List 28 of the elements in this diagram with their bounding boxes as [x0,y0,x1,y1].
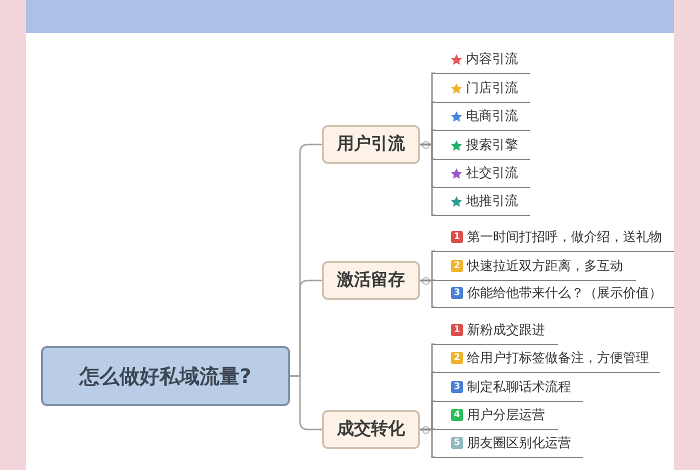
subtopic-text: 快速拉近双方距离，多互动 [467,260,623,272]
subtopic-text: 电商引流 [466,110,518,122]
main-topic: 成交转化 [322,410,420,449]
number-badge: 1 [451,324,463,336]
subtopic-text: 朋友圈区别化运营 [467,436,571,450]
subtopic-text: 用户分层运营 [467,408,545,422]
connector-line [290,375,322,430]
subtopic-text: 第一时间打招呼，做介绍，送礼物 [467,230,662,244]
number-badge: 3 [451,381,463,393]
number-badge: 4 [451,409,463,421]
main-topic: 激活留存 [322,261,420,300]
number-badge: 2 [451,260,463,272]
subtopic-text: 内容引流 [466,52,518,66]
main-topic: 用户引流 [322,125,420,164]
subtopic-text: 给用户打标签做备注，方便管理 [467,352,649,364]
subtopic-text: 地推引流 [466,194,518,208]
subtopic-text: 搜索引擎 [466,138,518,152]
number-badge: 2 [451,352,463,364]
connector-line [420,280,435,308]
subtopic-text: 门店引流 [466,82,518,94]
subtopic-text: 新粉成交跟进 [467,324,545,336]
number-badge: 3 [451,287,463,299]
subtopic-text: 制定私聊话术流程 [467,380,571,394]
central-topic: 怎么做好私域流量? [41,346,290,406]
subtopic-text: 你能给他带来什么？（展示价值） [467,286,662,300]
number-badge: 1 [451,231,463,243]
number-badge: 5 [451,437,463,449]
subtopic-text: 社交引流 [466,166,518,180]
